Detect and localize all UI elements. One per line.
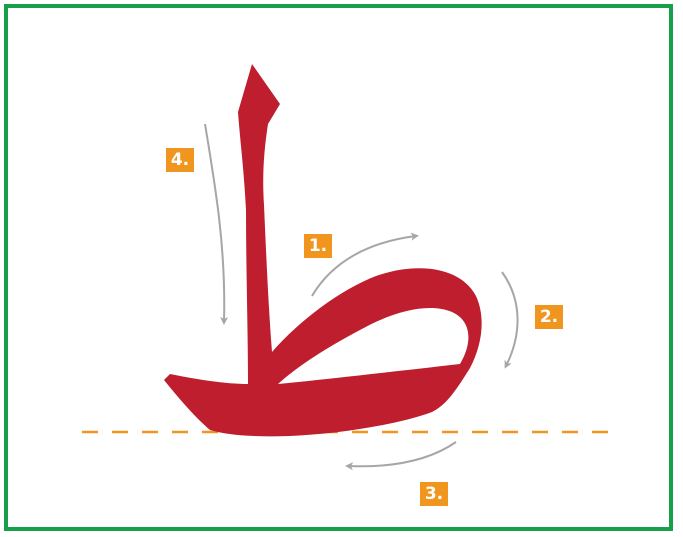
stroke-arrow-2 bbox=[502, 272, 518, 366]
step-badge-2: 2. bbox=[535, 305, 563, 329]
stroke-arrow-4 bbox=[205, 124, 224, 322]
step-badge-3: 3. bbox=[420, 482, 448, 506]
step-badge-1: 1. bbox=[304, 234, 332, 258]
stroke-arrow-3 bbox=[348, 442, 456, 466]
step-badge-4: 4. bbox=[166, 148, 194, 172]
